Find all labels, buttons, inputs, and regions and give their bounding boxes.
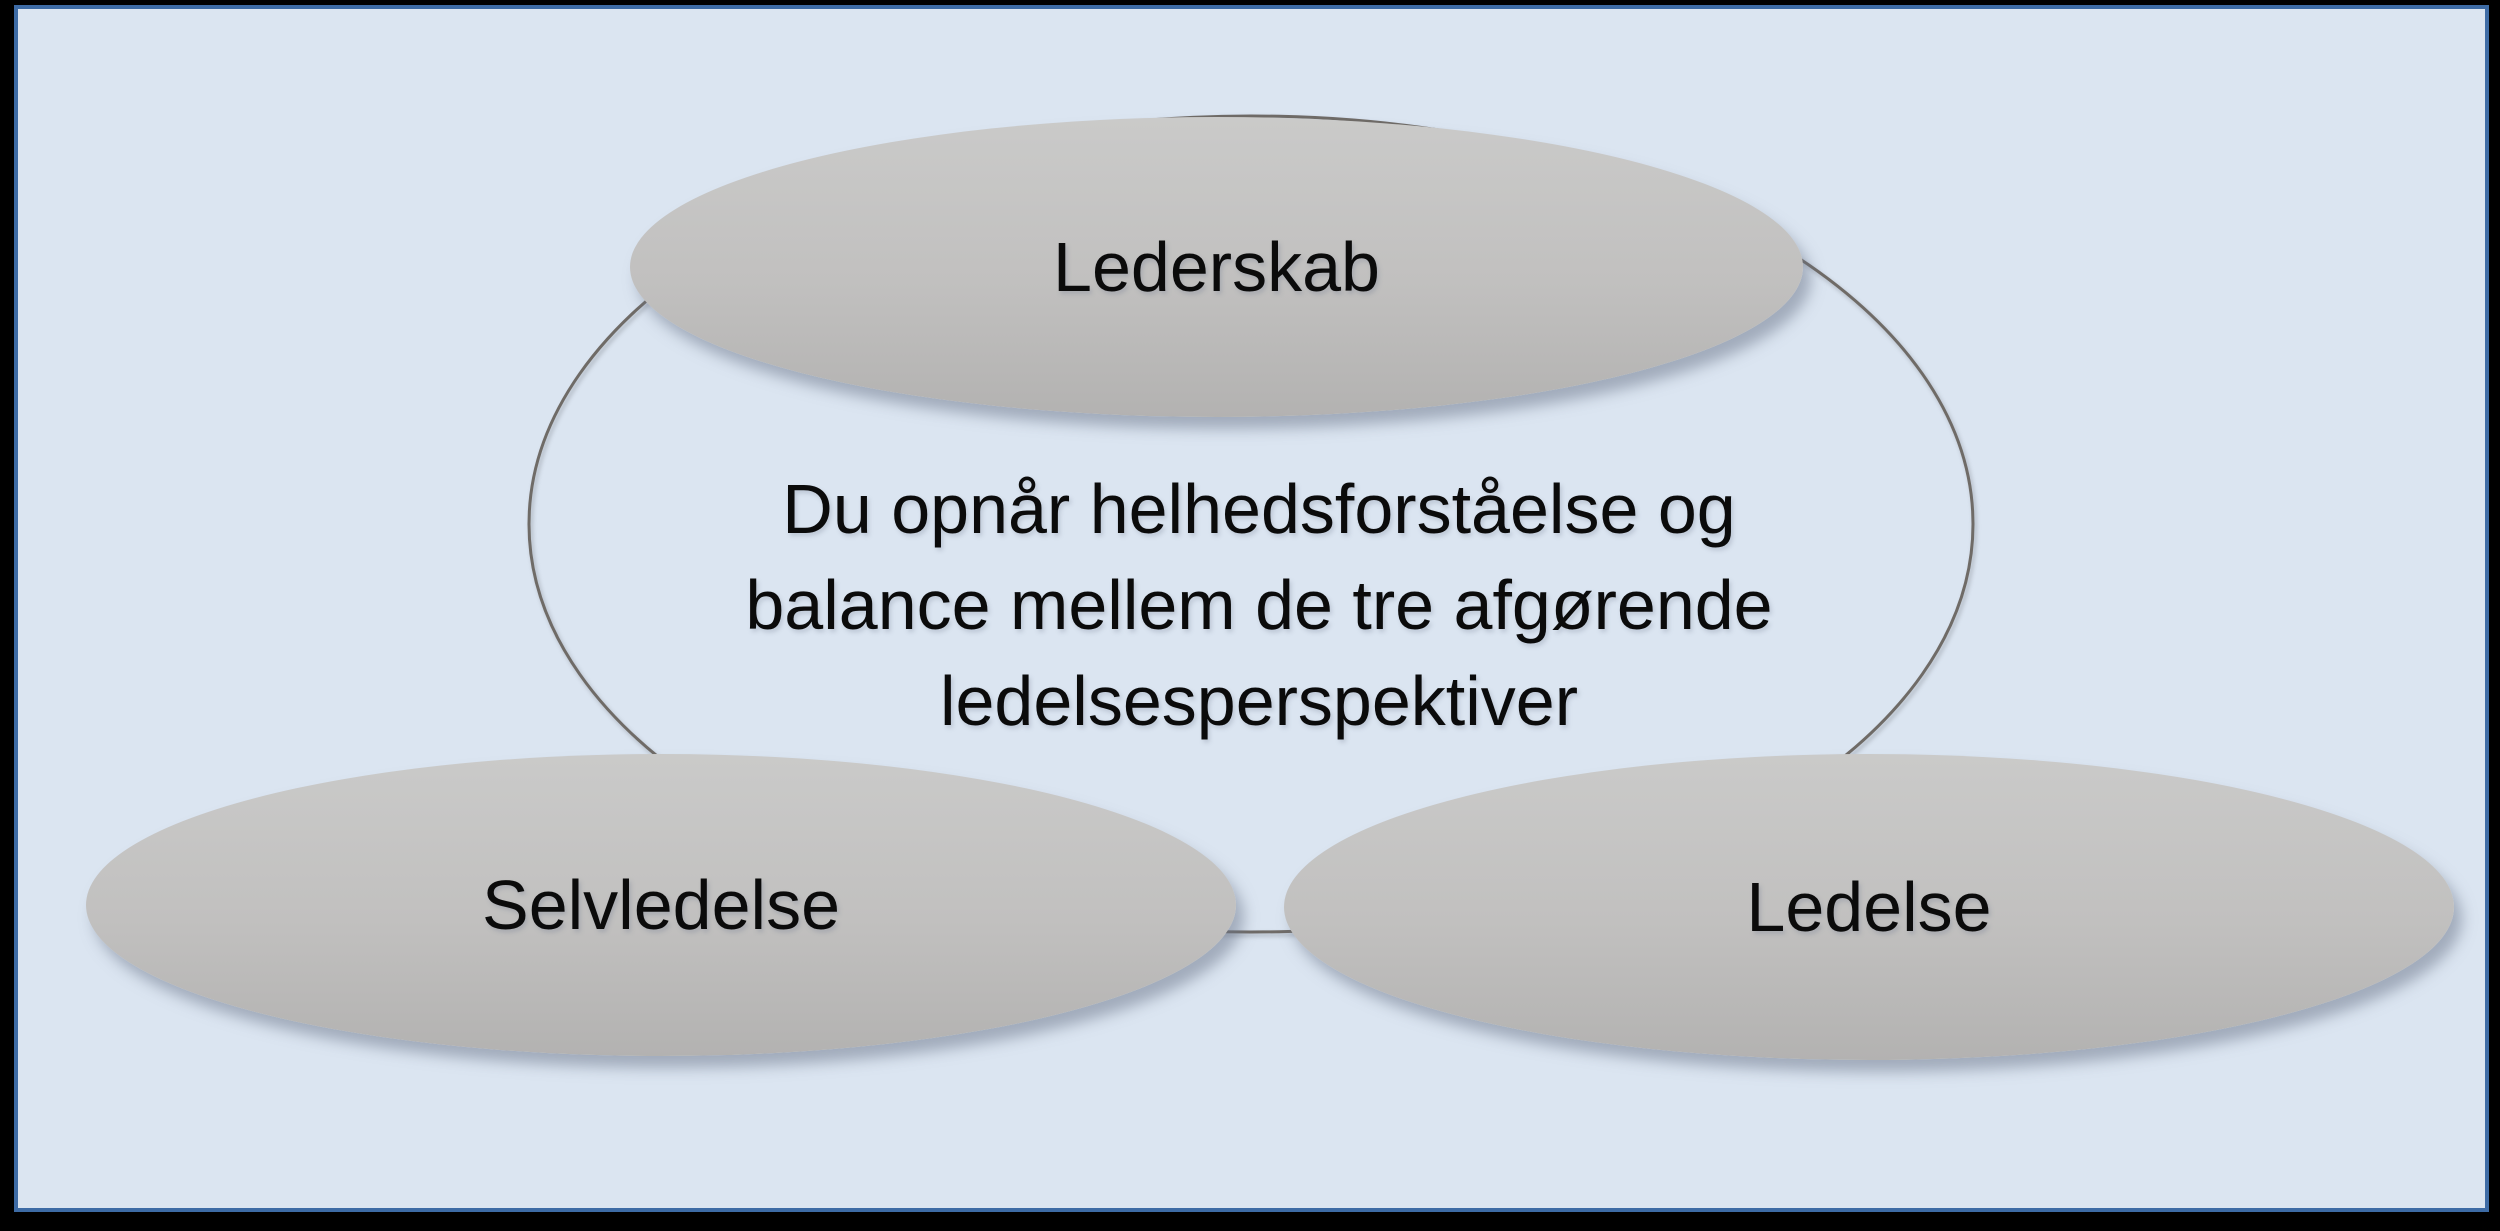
node-ellipse-selvledelse: Selvledelse — [86, 754, 1236, 1056]
connector-layer — [527, 114, 1975, 934]
node-label-lederskab: Lederskab — [1053, 228, 1380, 306]
slide-background: Lederskab Selvledelse Ledelse Du opnår h… — [14, 5, 2489, 1212]
node-label-ledelse: Ledelse — [1746, 868, 1992, 946]
center-description: Du opnår helhedsforståelse og balance me… — [359, 461, 2159, 749]
connector-ellipse-outline — [527, 114, 1975, 934]
node-label-selvledelse: Selvledelse — [482, 866, 840, 944]
center-description-line-2: balance mellem de tre afgørende — [745, 566, 1773, 644]
node-ellipse-ledelse: Ledelse — [1284, 754, 2454, 1060]
center-description-line-1: Du opnår helhedsforståelse og — [782, 470, 1736, 548]
node-ellipse-lederskab: Lederskab — [630, 117, 1803, 417]
center-description-line-3: ledelsesperspektiver — [939, 662, 1579, 740]
